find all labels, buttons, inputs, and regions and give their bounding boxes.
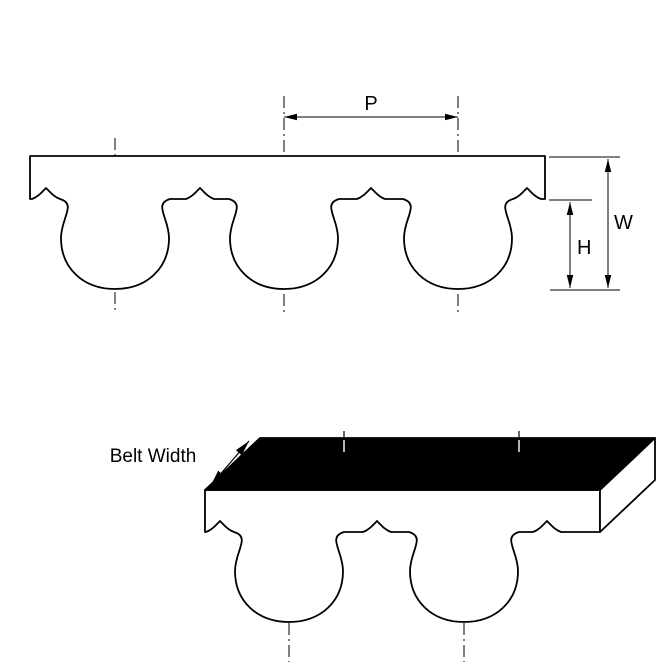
pitch-dimension: P	[284, 93, 458, 121]
belt-width-arrow	[210, 440, 250, 486]
belt-profile-outline	[29, 155, 546, 290]
width-dimension: W	[549, 156, 633, 291]
pitch-label: P	[364, 93, 377, 115]
back-edge-centerline-ticks	[343, 431, 520, 452]
belt-iso-view: Belt Width	[110, 431, 656, 662]
belt-side-face	[599, 437, 656, 533]
width-label: W	[614, 212, 633, 234]
belt-top-face	[204, 437, 656, 491]
height-dimension: H	[549, 199, 592, 288]
belt-width-label: Belt Width	[110, 446, 197, 467]
belt-cross-section: P W H	[29, 93, 633, 312]
belt-width-annotation: Belt Width	[110, 440, 250, 486]
height-label: H	[577, 237, 591, 259]
belt-front-face	[204, 489, 601, 623]
